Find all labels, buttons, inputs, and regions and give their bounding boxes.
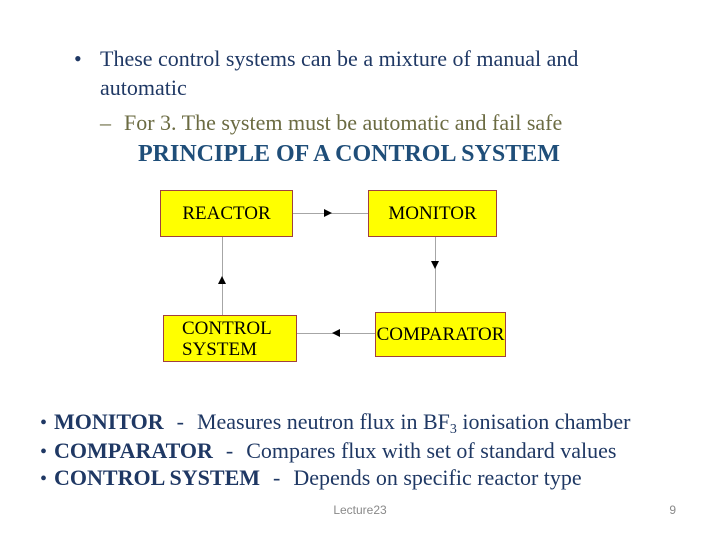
separator-dash: - bbox=[176, 409, 184, 434]
diagram-node-comparator: COMPARATOR bbox=[375, 312, 506, 357]
sub-bullet-item: –For 3. The system must be automatic and… bbox=[100, 110, 562, 136]
diagram-node-monitor: MONITOR bbox=[368, 190, 497, 237]
bullet-icon: • bbox=[74, 46, 82, 71]
diagram-node-reactor: REACTOR bbox=[160, 190, 293, 237]
term-description: Depends on specific reactor type bbox=[293, 465, 581, 490]
connector-monitor-to-comparator bbox=[435, 237, 436, 312]
node-label-line-1: CONTROL bbox=[182, 318, 272, 339]
sub-bullet-text: For 3. The system must be automatic and … bbox=[124, 110, 563, 135]
down-arrow-icon bbox=[431, 261, 439, 269]
right-arrow-icon bbox=[324, 209, 332, 217]
list-item-comparator: • COMPARATOR - Compares flux with set of… bbox=[40, 438, 630, 465]
bullet-line-1: These control systems can be a mixture o… bbox=[100, 46, 579, 71]
term-description: Compares flux with set of standard value… bbox=[246, 438, 616, 463]
footer-lecture-label: Lecture23 bbox=[333, 503, 387, 517]
list-item-control-system: • CONTROL SYSTEM - Depends on specific r… bbox=[40, 465, 630, 492]
term-label: COMPARATOR bbox=[54, 438, 213, 463]
list-item-monitor: • MONITOR - Measures neutron flux in BF3… bbox=[40, 409, 630, 438]
diagram-node-control-system: CONTROL SYSTEM bbox=[163, 315, 297, 362]
separator-dash: - bbox=[225, 438, 234, 463]
node-label: REACTOR bbox=[182, 202, 271, 224]
separator-dash: - bbox=[273, 465, 281, 490]
definitions-list: • MONITOR - Measures neutron flux in BF3… bbox=[40, 409, 630, 492]
node-label: COMPARATOR bbox=[376, 323, 505, 345]
description-text: Measures neutron flux in BF bbox=[196, 409, 450, 434]
node-label: MONITOR bbox=[388, 202, 477, 224]
bullet-line-2: automatic bbox=[100, 75, 187, 100]
term-label: MONITOR bbox=[54, 409, 164, 434]
term-label: CONTROL SYSTEM bbox=[54, 465, 261, 490]
subscript-text: 3 bbox=[449, 422, 457, 437]
term-description: Measures neutron flux in BF3 ionisation … bbox=[197, 409, 630, 438]
up-arrow-icon bbox=[218, 276, 226, 284]
section-heading: PRINCIPLE OF A CONTROL SYSTEM bbox=[138, 141, 560, 167]
bullet-icon: • bbox=[40, 441, 48, 463]
bullet-icon: • bbox=[40, 468, 48, 490]
description-text: Depends on specific reactor type bbox=[293, 465, 582, 490]
bullet-item-mixture: These control systems can be a mixture o… bbox=[100, 44, 578, 102]
node-label-line-2: SYSTEM bbox=[182, 339, 257, 360]
dash-icon: – bbox=[100, 110, 111, 135]
description-text: Compares flux with set of standard value… bbox=[246, 438, 617, 463]
bullet-icon: • bbox=[40, 412, 48, 434]
left-arrow-icon bbox=[332, 329, 340, 337]
page-number: 9 bbox=[669, 503, 676, 517]
description-tail: ionisation chamber bbox=[456, 409, 631, 434]
